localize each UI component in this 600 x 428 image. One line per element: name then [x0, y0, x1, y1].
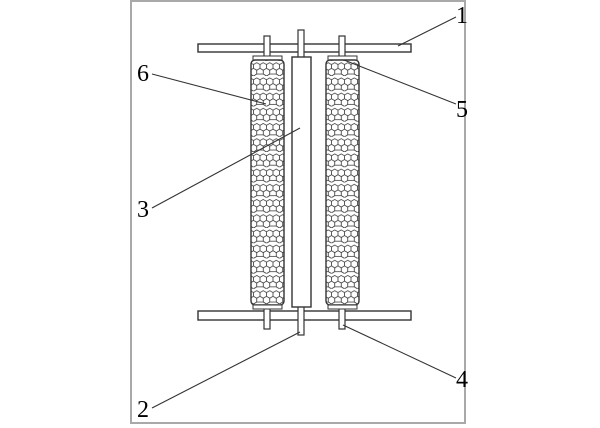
right-roller-cap-bottom — [327, 304, 358, 310]
center-column — [291, 56, 312, 308]
left-honeycomb-roller — [250, 59, 285, 306]
center-shaft-bottom — [297, 304, 305, 336]
left-shaft-top — [263, 35, 271, 59]
leader-line-3 — [151, 127, 301, 209]
leader-line-1 — [397, 16, 457, 47]
center-shaft-top — [297, 29, 305, 59]
right-honeycomb-roller — [325, 59, 360, 306]
leader-line-4 — [342, 324, 457, 379]
callout-5: 5 — [456, 97, 468, 123]
left-roller-cap-bottom — [252, 304, 283, 310]
leader-line-2 — [151, 331, 301, 409]
leader-line-6 — [151, 73, 267, 105]
figure-border — [130, 0, 466, 424]
callout-2: 2 — [137, 397, 149, 423]
callout-3: 3 — [137, 197, 149, 223]
callout-4: 4 — [456, 367, 468, 393]
callout-6: 6 — [137, 61, 149, 87]
leader-line-5 — [343, 59, 457, 105]
callout-1: 1 — [456, 3, 468, 29]
right-shaft-top — [338, 35, 346, 59]
